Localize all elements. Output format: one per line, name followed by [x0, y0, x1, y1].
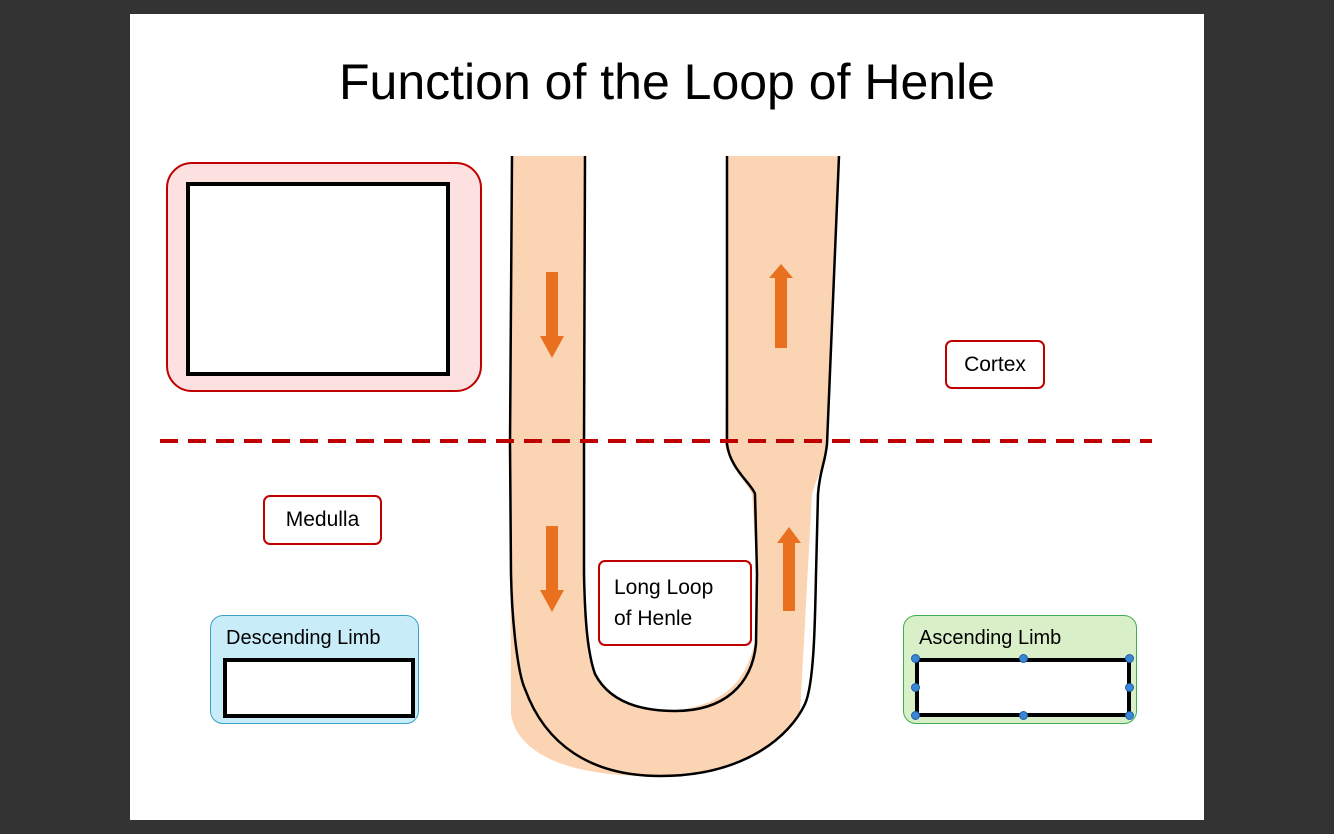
ascending-limb-label: Ascending Limb [919, 627, 1062, 649]
loop-of-henle-diagram [160, 155, 1152, 778]
resize-handle-middle-left[interactable] [911, 683, 920, 692]
tubule-fill [510, 156, 839, 776]
cortex-label: Cortex [945, 340, 1045, 389]
arrow-down-upper [540, 272, 564, 358]
slide-title: Function of the Loop of Henle [338, 54, 995, 110]
pink-callout-box [166, 162, 482, 392]
long-loop-label-line2: of Henle [614, 607, 693, 630]
long-loop-label: Long Loop of Henle [598, 560, 752, 646]
arrow-up-lower [777, 527, 801, 611]
resize-handle-top-middle[interactable] [1019, 654, 1028, 663]
descending-limb-label: Descending Limb [226, 627, 381, 649]
arrow-up-upper [769, 264, 793, 348]
resize-handle-top-left[interactable] [911, 654, 920, 663]
slide: Function of the Loop of Henle Corte [130, 14, 1204, 820]
descending-limb-empty-field[interactable] [223, 658, 415, 718]
long-loop-label-line1: Long Loop [614, 576, 714, 599]
descending-limb-box: Descending Limb [210, 615, 419, 724]
medulla-label: Medulla [263, 495, 382, 545]
arrow-down-lower [540, 526, 564, 612]
tubule-inner-wall [582, 155, 759, 713]
ascending-limb-empty-field[interactable] [911, 654, 1134, 720]
resize-handle-top-right[interactable] [1125, 654, 1134, 663]
pink-callout-empty-field[interactable] [186, 182, 450, 376]
ascending-limb-box: Ascending Limb [903, 615, 1137, 724]
resize-handle-bottom-right[interactable] [1125, 711, 1134, 720]
resize-handle-bottom-middle[interactable] [1019, 711, 1028, 720]
resize-handle-middle-right[interactable] [1125, 683, 1134, 692]
resize-handle-bottom-left[interactable] [911, 711, 920, 720]
tubule-outer-wall [508, 155, 841, 778]
